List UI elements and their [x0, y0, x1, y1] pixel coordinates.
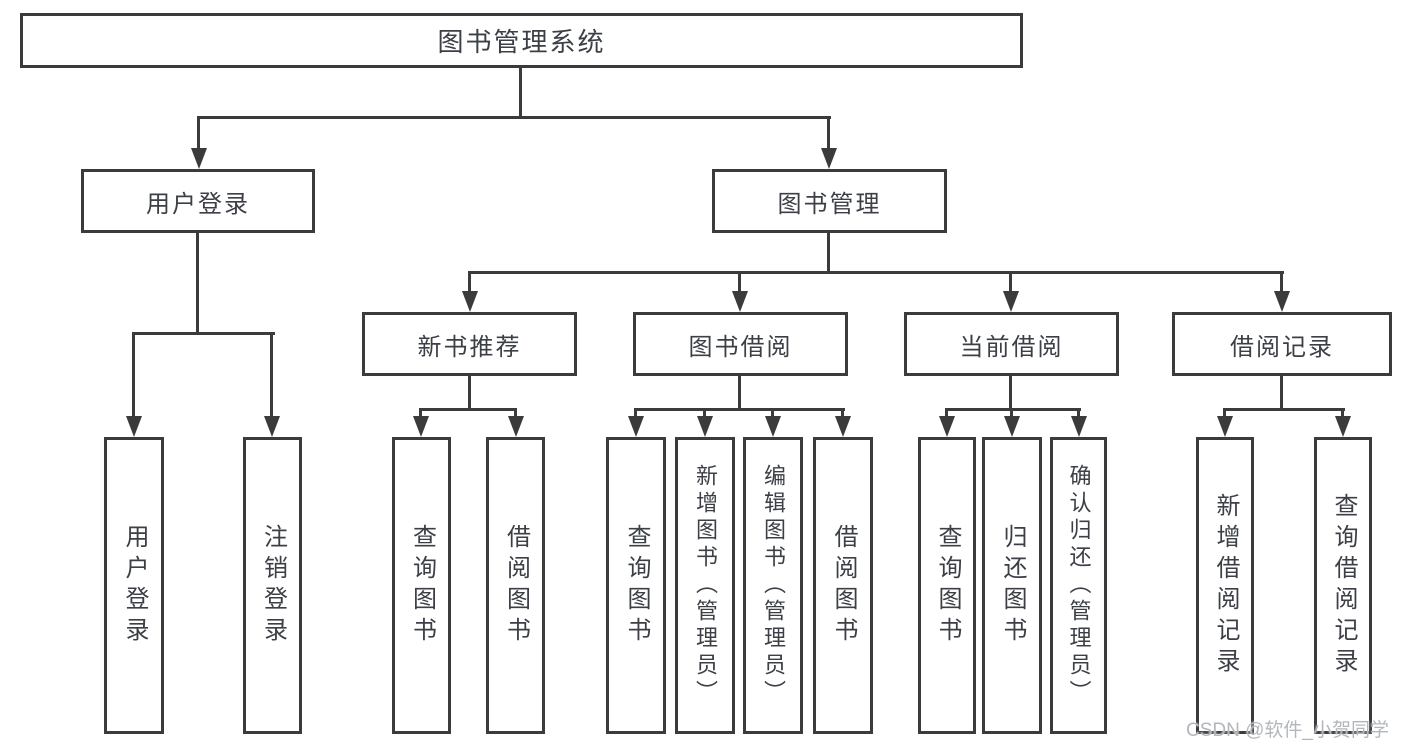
connector-record-line2 — [1341, 408, 1344, 422]
leaf-borrow-query-book-label: 查询图书 — [623, 523, 650, 648]
node-book-management: 图书管理 — [712, 169, 947, 233]
connector-borrow-line3 — [771, 408, 774, 422]
connector-book-mgmt-hbar — [468, 271, 1284, 274]
connector-book-mgmt-line3 — [1009, 271, 1012, 292]
connector-borrow-hbar — [634, 408, 845, 411]
arrow-down-icon — [413, 416, 429, 437]
node-user-login-label: 用户登录 — [146, 190, 250, 218]
arrow-down-icon — [835, 416, 851, 437]
leaf-user-login: 用户登录 — [104, 437, 164, 734]
node-new-book-recommend: 新书推荐 — [362, 312, 577, 376]
connector-recommend-line2 — [514, 408, 517, 422]
connector-record-hbar — [1223, 408, 1345, 411]
arrow-down-icon — [264, 416, 280, 437]
arrow-down-icon — [1003, 291, 1019, 312]
connector-book-mgmt-stem — [827, 233, 830, 273]
node-book-borrow-label: 图书借阅 — [688, 333, 793, 361]
connector-root-stem — [519, 68, 522, 118]
connector-user-login-right-line — [270, 332, 273, 418]
connector-current-hbar — [945, 408, 1081, 411]
leaf-add-borrow-record: 新增借阅记录 — [1196, 437, 1254, 734]
connector-record-stem — [1280, 376, 1283, 410]
arrow-down-icon — [821, 148, 837, 169]
node-book-borrow: 图书借阅 — [633, 312, 848, 376]
leaf-recommend-borrow-book-label: 借阅图书 — [502, 523, 530, 648]
node-borrow-record: 借阅记录 — [1172, 312, 1392, 376]
node-user-login: 用户登录 — [81, 169, 315, 233]
arrow-down-icon — [732, 291, 748, 312]
connector-current-line2 — [1010, 408, 1013, 422]
connector-borrow-line2 — [703, 408, 706, 422]
leaf-return-book-label: 归还图书 — [999, 523, 1026, 648]
leaf-recommend-query-book-label: 查询图书 — [408, 523, 436, 648]
leaf-query-borrow-record-label: 查询借阅记录 — [1330, 492, 1357, 679]
connector-book-mgmt-line1 — [468, 271, 471, 292]
node-root: 图书管理系统 — [20, 13, 1023, 68]
connector-recommend-hbar — [419, 408, 517, 411]
arrow-down-icon — [462, 291, 478, 312]
node-root-label: 图书管理系统 — [437, 27, 606, 57]
leaf-add-borrow-record-label: 新增借阅记录 — [1212, 492, 1239, 679]
connector-root-left-line — [197, 116, 200, 149]
connector-user-login-hbar — [132, 332, 275, 335]
connector-recommend-line1 — [419, 408, 422, 422]
node-book-management-label: 图书管理 — [777, 190, 882, 218]
connector-book-mgmt-line2 — [738, 271, 741, 292]
leaf-logout: 注销登录 — [243, 437, 302, 734]
connector-user-login-stem — [196, 233, 199, 334]
connector-borrow-line4 — [841, 408, 844, 422]
leaf-edit-book-admin-label: 编辑图书（管理员） — [761, 464, 786, 707]
connector-borrow-line1 — [634, 408, 637, 422]
arrow-down-icon — [628, 416, 644, 437]
arrow-down-icon — [765, 416, 781, 437]
connector-root-right-line — [827, 116, 830, 149]
leaf-add-book-admin: 新增图书（管理员） — [675, 437, 735, 734]
arrow-down-icon — [508, 416, 524, 437]
leaf-current-query-book: 查询图书 — [918, 437, 976, 734]
connector-user-login-left-line — [132, 332, 135, 418]
leaf-recommend-query-book: 查询图书 — [392, 437, 451, 734]
leaf-query-borrow-record: 查询借阅记录 — [1314, 437, 1372, 734]
connector-current-stem — [1009, 376, 1012, 410]
leaf-return-book: 归还图书 — [982, 437, 1042, 734]
leaf-confirm-return-admin: 确认归还（管理员） — [1050, 437, 1107, 734]
arrow-down-icon — [1217, 416, 1233, 437]
arrow-down-icon — [697, 416, 713, 437]
leaf-confirm-return-admin-label: 确认归还（管理员） — [1066, 464, 1092, 707]
leaf-current-query-book-label: 查询图书 — [934, 523, 961, 648]
leaf-user-login-label: 用户登录 — [121, 523, 148, 648]
connector-book-mgmt-line4 — [1280, 271, 1283, 292]
arrow-down-icon — [1004, 416, 1020, 437]
leaf-edit-book-admin: 编辑图书（管理员） — [743, 437, 803, 734]
leaf-borrow-book: 借阅图书 — [813, 437, 873, 734]
leaf-borrow-book-label: 借阅图书 — [830, 523, 857, 648]
connector-current-line3 — [1077, 408, 1080, 422]
arrow-down-icon — [1071, 416, 1087, 437]
leaf-recommend-borrow-book: 借阅图书 — [486, 437, 545, 734]
arrow-down-icon — [191, 148, 207, 169]
leaf-add-book-admin-label: 新增图书（管理员） — [693, 464, 718, 707]
leaf-borrow-query-book: 查询图书 — [606, 437, 666, 734]
node-current-borrow-label: 当前借阅 — [959, 333, 1064, 361]
arrow-down-icon — [939, 416, 955, 437]
node-borrow-record-label: 借阅记录 — [1230, 333, 1334, 361]
node-current-borrow: 当前借阅 — [904, 312, 1119, 376]
node-new-book-recommend-label: 新书推荐 — [417, 333, 522, 361]
connector-borrow-stem — [738, 376, 741, 410]
arrow-down-icon — [1274, 291, 1290, 312]
arrow-down-icon — [126, 416, 142, 437]
csdn-watermark: CSDN @软件_小贺同学 — [1186, 720, 1389, 741]
connector-recommend-stem — [468, 376, 471, 410]
connector-record-line1 — [1223, 408, 1226, 422]
connector-current-line1 — [945, 408, 948, 422]
arrow-down-icon — [1335, 416, 1351, 437]
leaf-logout-label: 注销登录 — [259, 523, 287, 648]
connector-root-hbar — [197, 116, 831, 119]
